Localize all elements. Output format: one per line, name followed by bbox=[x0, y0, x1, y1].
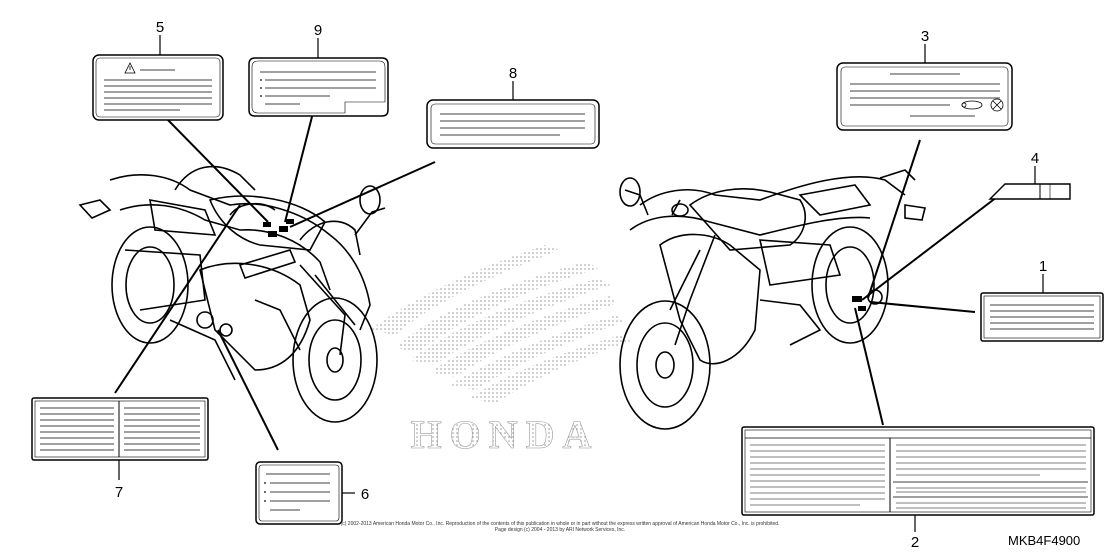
leader-lines bbox=[114, 104, 998, 451]
chain-adjust-icon bbox=[961, 98, 1004, 112]
callout-8: 8 bbox=[509, 65, 517, 82]
left-front-wheel bbox=[292, 297, 378, 423]
callout-numbers: 1 2 3 4 5 6 7 8 9 bbox=[115, 19, 1047, 551]
label-6 bbox=[255, 461, 343, 525]
copyright-line-2: Page design (c) 2004 - 2013 by ARI Netwo… bbox=[494, 527, 626, 533]
label-1 bbox=[980, 292, 1104, 342]
label-2 bbox=[741, 426, 1095, 516]
right-motorcycle bbox=[619, 169, 926, 430]
callout-5: 5 bbox=[156, 19, 164, 36]
warning-triangle-icon bbox=[124, 62, 136, 74]
callout-1: 1 bbox=[1039, 258, 1047, 275]
copyright-notice: (c) 2002-2013 American Honda Motor Co., … bbox=[300, 521, 820, 533]
label-8 bbox=[426, 99, 600, 149]
label-9 bbox=[248, 57, 389, 117]
right-rear-wheel bbox=[811, 226, 889, 344]
honda-wing-watermark: HONDA bbox=[370, 245, 630, 457]
part-code: MKB4F4900 bbox=[1008, 533, 1081, 548]
copyright-line-1: (c) 2002-2013 American Honda Motor Co., … bbox=[340, 521, 780, 527]
callout-7: 7 bbox=[115, 484, 123, 501]
left-motorcycle bbox=[78, 165, 386, 423]
callout-ticks bbox=[118, 35, 1044, 532]
label-4 bbox=[988, 183, 1071, 200]
left-rear-wheel bbox=[111, 226, 189, 344]
callout-9: 9 bbox=[314, 22, 322, 39]
callout-3: 3 bbox=[921, 28, 929, 45]
callout-4: 4 bbox=[1031, 150, 1039, 167]
left-bike-label-marks bbox=[263, 219, 294, 237]
label-3 bbox=[836, 62, 1013, 131]
honda-watermark-text: HONDA bbox=[411, 412, 600, 457]
right-front-wheel bbox=[619, 300, 711, 430]
right-bike-label-marks bbox=[852, 296, 866, 311]
label-7 bbox=[31, 397, 209, 461]
callout-2: 2 bbox=[911, 534, 919, 551]
callout-6: 6 bbox=[361, 486, 369, 503]
label-5 bbox=[92, 54, 224, 121]
